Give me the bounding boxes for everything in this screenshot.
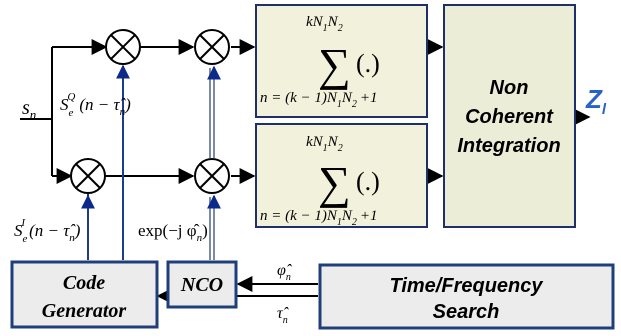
accumulator-i-formula: kN1N2 ∑ (.) n = (k − 1)N1N2+1 (260, 134, 380, 228)
reference-lines (81, 64, 221, 260)
lower-limit: n = (k − 1)N1N2+1 (260, 208, 378, 228)
nco-label: NCO (180, 274, 223, 296)
mixer-q2 (194, 29, 230, 65)
phase-estimate-label: φ̂n (277, 262, 292, 283)
sigma-symbol: ∑ (318, 157, 351, 208)
integration-line3: Integration (457, 135, 560, 157)
nco-box[interactable] (166, 260, 238, 309)
integration-line2: Coherent (465, 106, 554, 128)
mixer-i2 (194, 158, 230, 194)
lower-limit: n = (k − 1)N1N2+1 (260, 90, 378, 110)
sum-argument: (.) (356, 167, 380, 196)
mixer-i1 (70, 158, 106, 194)
input-label: sn (22, 97, 36, 122)
upper-limit: kN1N2 (306, 134, 343, 154)
accumulator-q-formula: kN1N2 ∑ (.) n = (k − 1)N1N2+1 (260, 14, 380, 110)
accumulator-q-box (255, 4, 428, 118)
integration-line1: Non (490, 77, 529, 99)
delay-estimate-label: τ̂n (277, 305, 289, 326)
code-generator-line2: Generator (42, 300, 127, 322)
sum-argument: (.) (356, 49, 380, 78)
search-box[interactable] (318, 263, 615, 330)
search-line2: Search (433, 301, 500, 323)
accumulator-i-box (255, 123, 428, 228)
upper-limit: kN1N2 (306, 14, 343, 34)
mixer-q1 (105, 29, 141, 65)
code-generator-box[interactable] (10, 260, 159, 329)
sigma-symbol: ∑ (318, 39, 351, 90)
code-q-label: SeQ(n − τ̂n) (60, 91, 131, 119)
code-generator-line1: Code (63, 272, 105, 294)
output-label: Zl (585, 84, 607, 118)
code-i-label: SeI(n − τ̂n) (14, 217, 81, 245)
search-line1: Time/Frequency (389, 275, 543, 297)
nco-term-label: exp(−j φ̂n) (138, 221, 208, 244)
integration-box (443, 4, 576, 228)
